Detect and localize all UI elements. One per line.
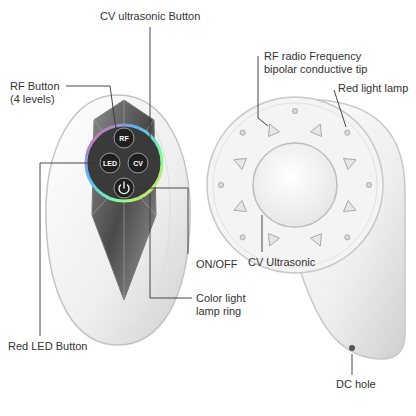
red-light-lamp: [240, 235, 245, 240]
red-light-lamp: [345, 235, 350, 240]
led-button: [100, 153, 120, 173]
leader-line: [352, 354, 353, 375]
rf-electrodes: [234, 124, 356, 246]
red-light-lamp: [292, 108, 297, 113]
part-label: CV ultrasonic Button: [100, 10, 200, 23]
part-label: CV Ultrasonic: [248, 256, 315, 269]
part-label: Red LED Button: [8, 340, 88, 353]
dc-hole: [349, 345, 355, 351]
red-light-lamp: [366, 182, 371, 187]
leader-line: [134, 188, 188, 254]
part-label: ON/OFF: [196, 258, 238, 271]
rf-electrode: [344, 158, 356, 169]
rf-button: [114, 128, 134, 148]
rf-electrode: [234, 201, 246, 212]
button-label: LED: [103, 160, 117, 167]
cv-ultrasonic-plate: [253, 143, 337, 227]
red-light-lamp: [240, 130, 245, 135]
part-label: DC hole: [336, 378, 376, 391]
rf-head: [207, 97, 383, 273]
rf-electrode: [268, 124, 279, 136]
part-label: Color light lamp ring: [196, 292, 258, 318]
red-light-lamp: [345, 130, 350, 135]
device-shell: [46, 95, 190, 345]
rf-electrode: [311, 124, 322, 136]
rf-head-rim: [213, 103, 377, 267]
power-icon: [119, 182, 129, 194]
leader-line: [66, 86, 116, 129]
cv-button: [128, 153, 148, 173]
rf-electrode: [234, 158, 246, 169]
leader-line: [150, 194, 192, 298]
leader-line: [262, 215, 263, 252]
red-light-lamp: [218, 182, 223, 187]
leader-line: [40, 163, 98, 336]
rf-electrode: [344, 201, 356, 212]
leader-line: [334, 90, 346, 127]
part-label: RF radio Frequency bipolar conductive ti…: [264, 50, 392, 76]
leader-lines: [40, 27, 352, 375]
part-label: RF Button (4 levels): [10, 80, 72, 106]
red-light-lamps: [218, 108, 371, 240]
button-label: RF: [119, 135, 128, 142]
button-label: CV: [133, 160, 143, 167]
leader-line: [145, 27, 150, 154]
power-button: [114, 178, 134, 198]
part-label: Red light lamp: [338, 82, 408, 95]
rf-electrode: [311, 234, 322, 246]
rf-electrode: [268, 234, 279, 246]
